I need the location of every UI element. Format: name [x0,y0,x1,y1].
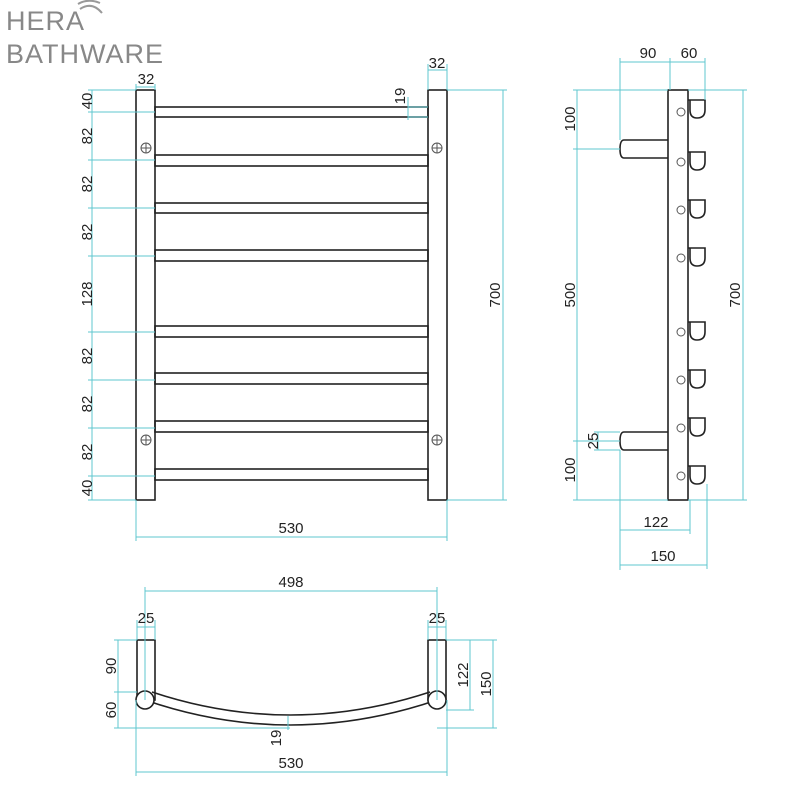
dimension-label: 82 [79,348,96,365]
leaf-icon [77,0,103,14]
dimension-label: 498 [278,574,303,591]
top-view: 498 25 25 90 60 122 150 19 530 [103,574,497,776]
dimension-label: 500 [562,282,579,307]
top-bracket [619,139,668,159]
dimension-label: 60 [681,45,698,62]
bottom-bracket [619,431,668,451]
dimension-label: 122 [643,514,668,531]
front-rail-dia-label: 19 [392,88,409,105]
dimension-label: 122 [455,662,472,687]
rails [154,106,429,481]
dimension-label: 150 [478,671,495,696]
dimension-label: 25 [138,610,155,627]
right-post [427,89,448,501]
front-width-label: 530 [278,520,303,537]
dimension-label: 700 [727,282,744,307]
dimension-label: 82 [79,444,96,461]
top-dimension-lines [114,587,497,776]
front-left-dimension-labels: 40 82 82 82 128 82 82 82 40 [79,93,96,497]
side-pins [688,99,706,485]
side-post [667,89,689,501]
dimension-label: 60 [103,702,120,719]
front-height-label: 700 [487,282,504,307]
left-post [135,89,156,501]
dimension-label: 40 [79,93,96,110]
dimension-label: 82 [79,396,96,413]
dimension-label: 82 [79,128,96,145]
dimension-label: 90 [640,45,657,62]
curved-rail-inner [151,691,431,716]
dimension-label: 25 [429,610,446,627]
dimension-label: 100 [562,457,579,482]
dimension-label: 90 [103,658,120,675]
dimension-label: 128 [79,281,96,306]
dimension-label: 100 [562,106,579,131]
front-post-right-label: 32 [429,55,446,72]
front-dimension-lines [88,64,507,541]
dimension-label: 40 [79,480,96,497]
dimension-label: 150 [650,548,675,565]
side-view: 100 500 100 25 700 90 60 122 150 [562,45,747,570]
dimension-label: 82 [79,176,96,193]
hera-bathware-logo: HERA BATHWARE [6,0,164,69]
front-view: 40 82 82 82 128 82 82 82 40 700 530 32 3… [79,55,507,541]
dimension-label: 25 [585,433,602,450]
dimension-label: 530 [278,755,303,772]
curved-rail-outer [144,699,438,726]
logo-line2: BATHWARE [6,39,164,69]
side-dimension-lines [573,58,747,570]
side-screw-icons [676,107,686,481]
logo-line1: HERA [6,6,85,36]
dimension-label: 82 [79,224,96,241]
mount-screw-icons [140,142,443,446]
front-post-left-label: 32 [138,71,155,88]
dimension-label: 19 [268,730,285,747]
